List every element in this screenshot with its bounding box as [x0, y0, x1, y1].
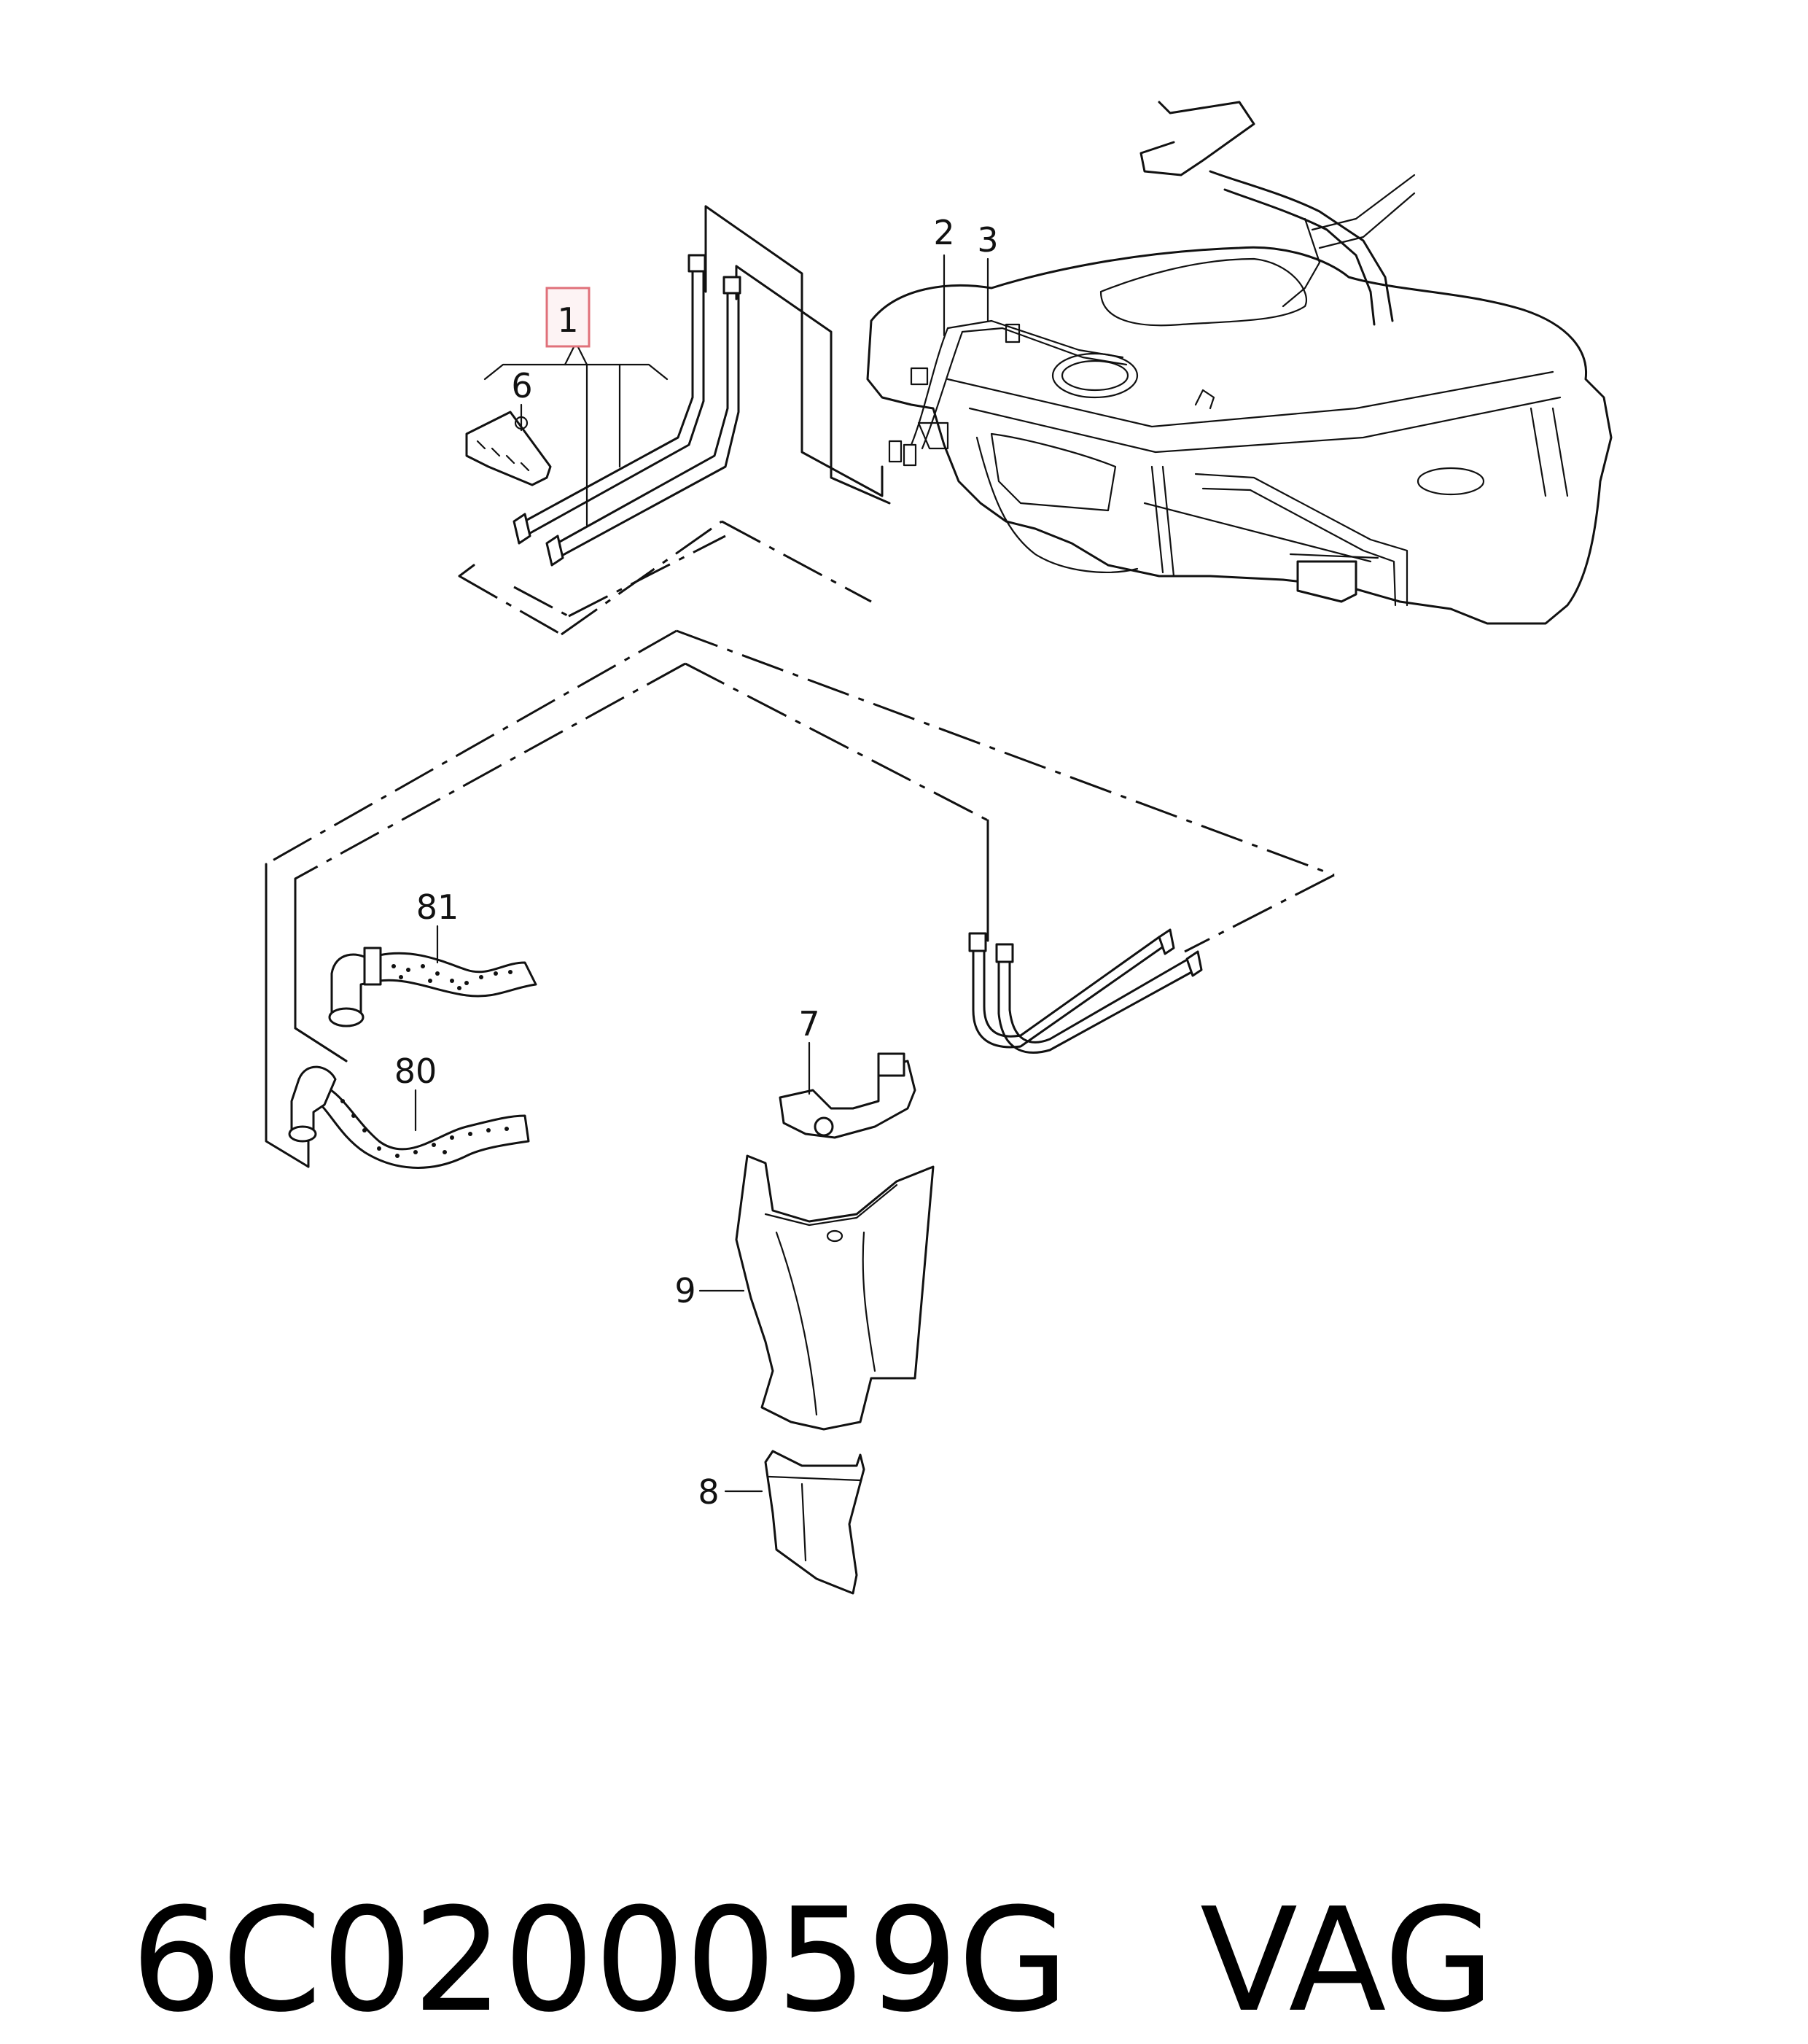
exploded-parts-diagram: 1 2 3 6 81 80 7 9 8: [265, 101, 1613, 1595]
callout-80: 80: [394, 1052, 437, 1091]
shield-part-9: [735, 1154, 935, 1431]
hose-part-81: [328, 947, 537, 1027]
callout-9: 9: [674, 1271, 695, 1310]
hose-part-80: [288, 1065, 530, 1169]
callout-1: 1: [557, 300, 578, 340]
part-number: 6C0200059G: [130, 1878, 1069, 2044]
callout-2: 2: [933, 213, 954, 252]
fuel-line-upper: [458, 205, 891, 636]
fuel-line-lower-outline: [265, 629, 1335, 1168]
sleeve-part-8: [764, 1450, 865, 1595]
callout-7: 7: [798, 1004, 819, 1044]
bracket-part-7: [779, 1052, 916, 1139]
callout-8: 8: [698, 1472, 719, 1512]
fuel-tank: [866, 101, 1613, 625]
callout-1-highlight: [545, 287, 591, 348]
callout-3: 3: [977, 220, 998, 260]
callout-81: 81: [416, 887, 459, 927]
callouts: 1 2 3 6 81 80 7 9 8: [394, 213, 999, 1512]
leader-lines: [414, 254, 989, 1493]
brand-name: VAG: [1199, 1878, 1495, 2044]
callout-6: 6: [511, 366, 532, 405]
clip-part-6: [465, 411, 552, 486]
